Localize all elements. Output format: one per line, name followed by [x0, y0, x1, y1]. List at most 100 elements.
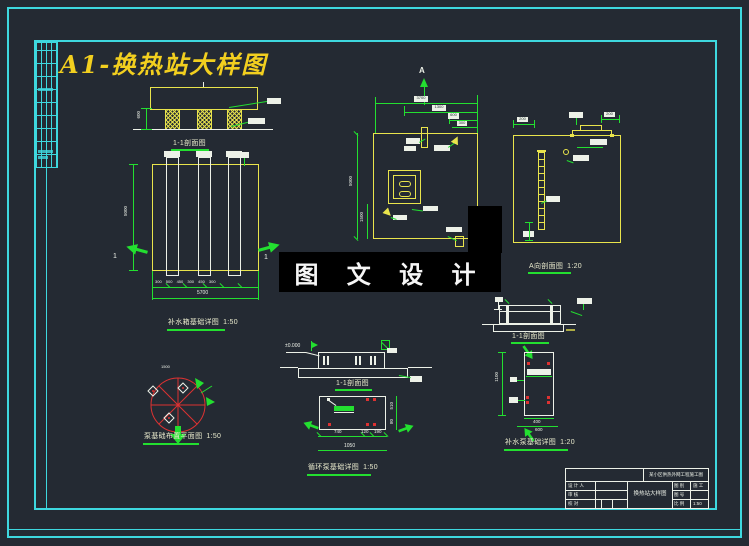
level-dash [566, 329, 575, 331]
tb-label-number: 图 号 [674, 492, 685, 497]
extension-line [449, 114, 450, 124]
caption-text: A向剖面图 [529, 263, 564, 270]
dim-line [152, 298, 259, 299]
bottom-rule [7, 529, 742, 530]
caption-underline [171, 149, 209, 151]
callout-label [546, 196, 560, 202]
watermark-patch [468, 206, 502, 253]
level-text: ±0.000 [285, 343, 301, 349]
caption-text: 补水箱基础详图 [168, 319, 220, 326]
extension-line [477, 95, 478, 133]
rose-figure [147, 377, 215, 444]
tank-outline [513, 135, 621, 243]
hatch-pier [165, 109, 180, 130]
extension-line [152, 271, 153, 300]
dim-text: 300 500 450 300 450 300 [155, 279, 216, 284]
callout-label [248, 118, 265, 124]
corner-label [241, 152, 249, 158]
platform [499, 305, 561, 324]
dim-label: 200 [604, 112, 615, 117]
level-flag-icon [312, 342, 318, 348]
dim-text: 5000 [348, 176, 353, 187]
caption-underline [528, 272, 571, 274]
dim-tick [129, 164, 138, 165]
caption-underline [143, 443, 199, 445]
base-slab [298, 368, 408, 378]
dim-line [601, 119, 620, 120]
anchor-bolt [547, 362, 550, 365]
anchor-bolt [526, 396, 529, 399]
callout-label [393, 215, 407, 220]
dim-label: 3700 [414, 96, 428, 102]
dim-text: 120 [361, 429, 369, 434]
callout-label [410, 376, 422, 382]
callout-label [446, 227, 462, 232]
beam-cap [164, 151, 180, 157]
dim-text: 1500 [359, 212, 364, 223]
dim-line [502, 352, 503, 416]
signature-strip-text [38, 150, 53, 153]
dim-label: 300 [457, 121, 467, 126]
dim-tick [141, 129, 152, 130]
dim-tick [129, 270, 138, 271]
dim-line [529, 222, 530, 240]
ground-line [482, 324, 493, 325]
drawing-name: 换热站大样图 [633, 491, 667, 498]
leader-dot [327, 398, 330, 401]
anchor-bolt [547, 401, 550, 404]
tb-value-scale: 1:50 [693, 501, 702, 506]
caption-scale: 1:20 [560, 439, 575, 446]
watermark-text: 图 文 设 计 [294, 259, 486, 289]
dim-line [357, 133, 358, 239]
caption: 1-1剖面图 [173, 140, 206, 147]
anchor-bolt [366, 423, 369, 426]
caption-scale: 1:50 [206, 433, 222, 440]
caption-underline [307, 474, 371, 476]
callout-label [569, 112, 583, 118]
callout-label [406, 138, 420, 144]
dim-text: 1500 [161, 364, 170, 369]
dim-line [513, 124, 535, 125]
signature-strip-text [38, 156, 48, 159]
fold-line [46, 168, 47, 508]
sump-pipe [399, 181, 411, 187]
anchor-bolt [527, 362, 530, 365]
tb-label-checker: 审 核 [568, 492, 579, 497]
dim-line [524, 418, 554, 419]
tb-label-proofer: 校 对 [568, 501, 579, 506]
dim-line [375, 103, 478, 104]
leader-line [517, 380, 524, 381]
dim-text: 740 [334, 429, 342, 434]
signature-strip-text [38, 88, 53, 91]
leader-line [494, 309, 502, 310]
pump-base-plan [319, 396, 386, 430]
caption-text: 循环泵基础详图 [308, 464, 360, 471]
callout-label [577, 298, 592, 304]
anchor-bolt [366, 398, 369, 401]
anchor-bolt [373, 398, 376, 401]
dim-label: 200 [517, 117, 528, 122]
caption-underline [504, 449, 568, 451]
cover-foot [610, 134, 614, 137]
outer-frame [7, 7, 742, 538]
dim-line [146, 108, 147, 130]
caption-scale: 1:50 [223, 319, 238, 326]
beam-strip [166, 157, 179, 276]
dim-line [517, 426, 558, 427]
section-number: 1 [113, 253, 117, 260]
caption-text: 补水泵基础详图 [505, 439, 557, 446]
project-name: 某小区供热外网工程施工图 [649, 471, 703, 477]
dim-line [367, 204, 368, 239]
watermark: 图 文 设 计 [279, 252, 501, 292]
anchor-bolt [328, 423, 331, 426]
caption-underline [167, 329, 225, 331]
leader-line [577, 147, 603, 148]
hatch-pier [197, 109, 212, 130]
dim-text: 5700 [197, 290, 209, 296]
dim-tick [498, 352, 506, 353]
beam-strip [198, 157, 211, 276]
dim-label: 1300 [432, 105, 446, 111]
